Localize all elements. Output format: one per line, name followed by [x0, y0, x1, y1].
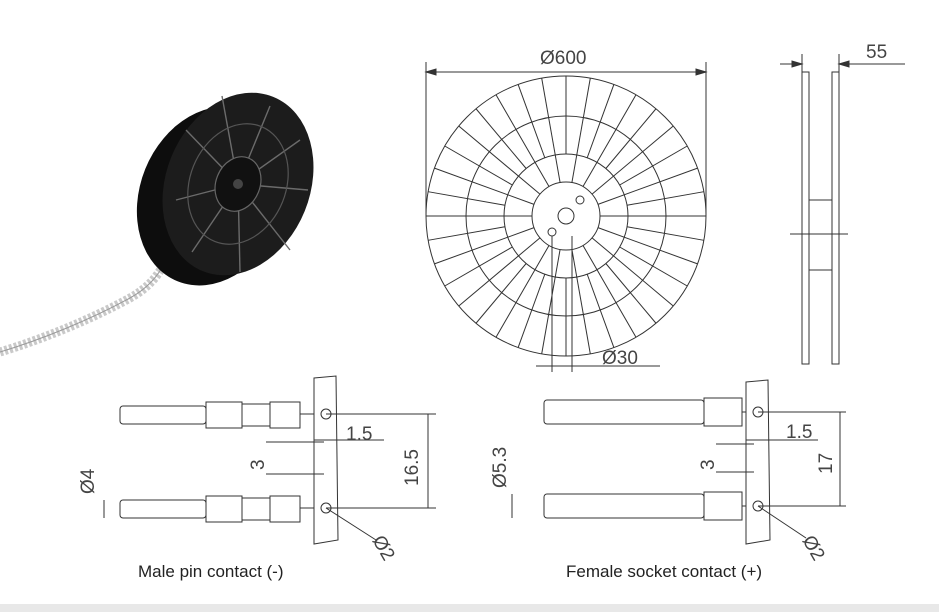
reel-spoke [495, 94, 550, 187]
reel-spoke [541, 249, 561, 354]
reel-front-view [424, 62, 708, 372]
reel-spoke [571, 78, 591, 183]
reel-spoke [458, 125, 541, 195]
reel-spoke [444, 145, 513, 186]
female-socket-drawing [511, 379, 846, 545]
male-pin-drawing [103, 375, 436, 545]
reel-spoke [517, 274, 546, 348]
reel-spoke [626, 226, 704, 241]
dim-female-pitch: 17 [816, 453, 837, 474]
dim-female-gap: 3 [698, 459, 719, 470]
dim-male-hole: Ø2 [368, 532, 399, 564]
reel-spoke [619, 246, 688, 287]
reel-spoke [517, 84, 546, 158]
reel-spoke [582, 94, 637, 187]
reel-spoke [541, 78, 561, 183]
reel-spokes [426, 76, 706, 356]
bottom-divider [0, 604, 939, 612]
reel-spoke [619, 145, 688, 186]
reel-spoke [475, 263, 527, 324]
reel-spoke [597, 167, 698, 205]
reel-spoke [428, 226, 506, 241]
reel-spoke [444, 246, 513, 287]
dim-male-body-dia: Ø4 [78, 468, 99, 494]
reel-spoke [434, 227, 535, 265]
reel-spoke [434, 167, 535, 205]
reel-spoke [605, 263, 657, 324]
dim-male-gap: 3 [248, 459, 269, 470]
reel-spoke [571, 249, 591, 354]
dim-female-offset: 1.5 [786, 422, 812, 443]
reel-spoke [591, 125, 674, 195]
reel-spoke [475, 108, 527, 169]
dim-male-pitch: 16.5 [402, 449, 423, 486]
reel-spoke [458, 237, 541, 307]
caption-male-pin: Male pin contact (-) [138, 562, 284, 581]
caption-female-socket: Female socket contact (+) [566, 562, 763, 581]
reel-spoke [586, 274, 615, 348]
dim-male-offset: 1.5 [346, 424, 372, 445]
dim-hub-diameter: Ø30 [602, 348, 638, 369]
reel-side-view [780, 54, 905, 365]
reel-spoke [605, 108, 657, 169]
reel-spoke [582, 245, 637, 338]
reel-spoke [591, 237, 674, 307]
reel-spoke [626, 191, 704, 206]
dim-female-body-dia: Ø5.3 [490, 447, 511, 488]
reel-spoke [597, 227, 698, 265]
reel-spoke [495, 245, 550, 338]
dim-female-hole: Ø2 [798, 532, 829, 564]
dim-reel-diameter: Ø600 [540, 48, 586, 69]
contact-strip [0, 259, 170, 357]
reel-photo [0, 92, 314, 357]
dim-reel-width: 55 [866, 42, 887, 63]
reel-spoke [428, 191, 506, 206]
reel-spoke [586, 84, 615, 158]
